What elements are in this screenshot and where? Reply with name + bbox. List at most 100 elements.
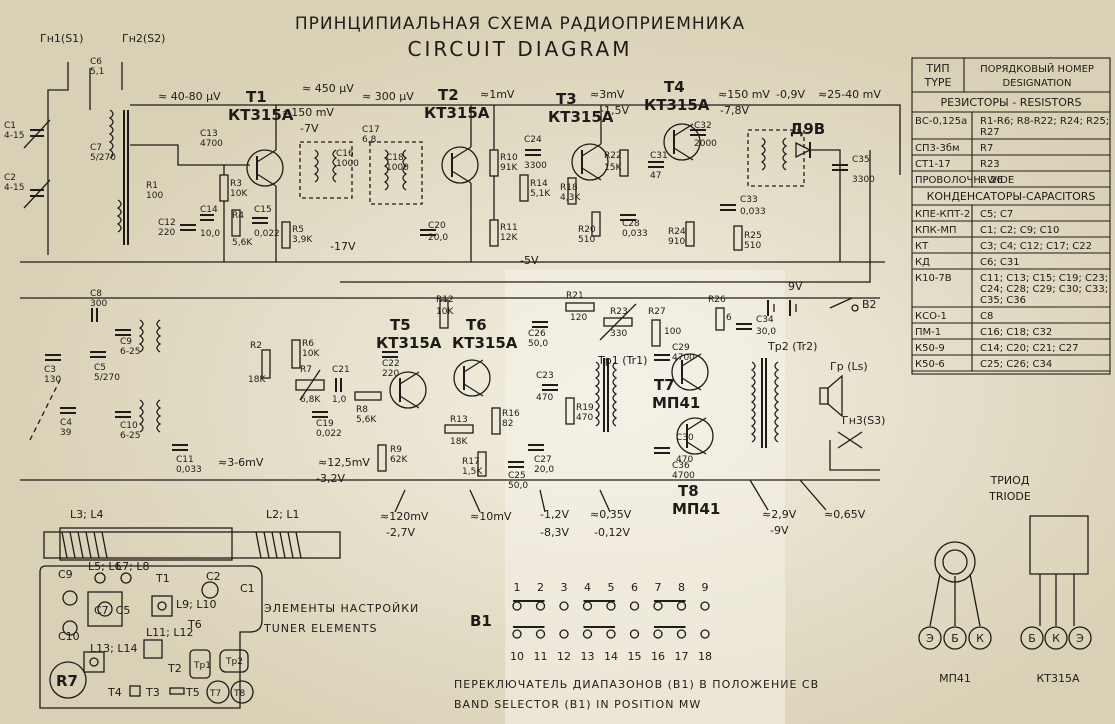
r7-ref: R7: [300, 365, 312, 375]
jack-s2: Гн2(S2): [122, 32, 165, 45]
c33-val: 0,033: [740, 207, 766, 217]
lvl-t8-v: -9V: [770, 524, 789, 537]
lvl-t4-v1: -7,8V: [720, 104, 749, 117]
tuner-tp2: Tp2: [225, 657, 243, 667]
cap-type-6: ПМ-1: [915, 327, 941, 338]
c12-val: 220: [158, 228, 175, 238]
c16-val: 1000: [336, 159, 359, 169]
switch-top-num-9: 9: [702, 581, 709, 594]
r24-val: 910: [668, 237, 685, 247]
spec-table: ТИП TYPE ПОРЯДКОВЫЙ НОМЕР DESIGNATION РЕ…: [911, 57, 1111, 375]
kt315-pin-e: Э: [1076, 632, 1084, 645]
lvl-t4-sig: ≈150 mV: [718, 88, 770, 101]
c14-ref: C14: [200, 205, 218, 215]
tuner-title-ru: ЭЛЕМЕНТЫ НАСТРОЙКИ: [264, 602, 419, 615]
switch-bottom-contact-15: [629, 629, 640, 639]
jack-s1: Гн1(S1): [40, 32, 83, 45]
lvl-t5-v: -3,2V: [316, 472, 345, 485]
cap-type-4: К10-7В: [915, 273, 952, 284]
r21-ref: R21: [566, 291, 584, 301]
c8-ref: C8: [90, 289, 102, 299]
c8-val: 300: [90, 299, 107, 309]
c20-val: 20,0: [428, 233, 448, 243]
lvl-minus17: -17V: [330, 240, 356, 253]
res-type-1: СП3-3бм: [915, 143, 960, 154]
title-en: CIRCUIT DIAGRAM: [408, 37, 633, 61]
c29-ref: C29: [672, 343, 690, 353]
r17-val: 1,5K: [462, 467, 483, 477]
c26-val: 50,0: [528, 339, 548, 349]
c11-ref: C11: [176, 455, 194, 465]
switch-top-num-1: 1: [514, 581, 521, 594]
r25-val: 510: [744, 241, 761, 251]
lvl-t7-sig: ≈0,35V: [590, 508, 632, 521]
c36-val: 4700: [672, 471, 695, 481]
switch-top-num-7: 7: [655, 581, 662, 594]
res-desig-2: R23: [980, 159, 1000, 170]
tuner-t1: T1: [155, 572, 170, 585]
c29-val: 4700: [672, 353, 695, 363]
tr2-label: Tp2 (Tr2): [767, 340, 817, 353]
c34-ref: C34: [756, 315, 774, 325]
switch-top-num-5: 5: [608, 581, 615, 594]
res-type-3: ПРОВОЛОЧН. WIDE: [915, 175, 1014, 186]
c26-ref: C26: [528, 329, 546, 339]
res-desig-1: R7: [980, 143, 993, 154]
cap-desig-8: C25; C26; C34: [980, 359, 1052, 370]
switch-top-num-6: 6: [631, 581, 638, 594]
c3-ref: C3: [44, 365, 56, 375]
c36-ref: C36: [672, 461, 690, 471]
cap-desig-4-1: C24; C28; C29; C30; C33;: [980, 284, 1108, 295]
r14-val: 5,1K: [530, 189, 551, 199]
switch-bottom-num-13: 13: [581, 650, 595, 663]
cap-type-8: К50-6: [915, 359, 945, 370]
switch-b2-label: B2: [862, 298, 877, 311]
r10-ref: R10: [500, 153, 518, 163]
lvl-t8-sig: ≈2,9V: [762, 508, 797, 521]
r5-val: 3,9K: [292, 235, 313, 245]
lvl-vol: ≈3-6mV: [218, 456, 264, 469]
r3-ref: R3: [230, 179, 242, 189]
r27-val: 100: [664, 327, 681, 337]
switch-bottom-num-15: 15: [628, 650, 642, 663]
r12-val: 10K: [436, 307, 454, 317]
tuner-t6: T6: [187, 618, 202, 631]
switch-caption-ru: ПЕРЕКЛЮЧАТЕЛЬ ДИАПАЗОНОВ (B1) В ПОЛОЖЕНИ…: [454, 678, 819, 691]
lvl-t7-v1: -1,2V: [540, 508, 569, 521]
c7-val: 5/270: [90, 153, 116, 163]
mp41-label: МП41: [939, 672, 971, 685]
c2-val: 4-15: [4, 183, 24, 193]
lvl-t1-b: ≈ 450 μV: [302, 82, 354, 95]
lvl-t1-c: ≈ 300 μV: [362, 90, 414, 103]
labels-upper: Гн1(S1) Гн2(S2) C6 5,1 C1 4-15 C2 4-15 C…: [4, 32, 881, 267]
res-type-2: СТ1-17: [915, 159, 951, 170]
c10-ref: C10: [120, 421, 138, 431]
t3-type: КТ315А: [548, 108, 614, 126]
switch-bottom-num-10: 10: [510, 650, 524, 663]
cap-type-2: КТ: [915, 241, 929, 252]
t2-id: T2: [438, 86, 459, 104]
c2-ref: C2: [4, 173, 16, 183]
r2-val: 18K: [248, 375, 266, 385]
tuner-c9: C9: [58, 568, 73, 581]
c24-val: 3300: [524, 161, 547, 171]
c9-val: 6-25: [120, 347, 140, 357]
r6-ref: R6: [302, 339, 314, 349]
c18-val: 1000: [386, 163, 409, 173]
c4-val: 39: [60, 428, 72, 438]
lvl-out: ≈0,65V: [824, 508, 866, 521]
col-desig-en: DESIGNATION: [1002, 78, 1071, 89]
r13-ref: R13: [450, 415, 468, 425]
tuner-coil-l3l4: L3; L4: [70, 508, 103, 521]
c5-ref: C5: [94, 363, 106, 373]
c27-ref: C27: [534, 455, 552, 465]
switch-top-contact-6: [629, 601, 640, 611]
r21-val: 120: [570, 313, 587, 323]
tuner-t8: T8: [233, 689, 245, 699]
c14-val: 10,0: [200, 229, 220, 239]
c4-ref: C4: [60, 418, 72, 428]
c25-ref: C25: [508, 471, 526, 481]
col-type-en: TYPE: [923, 76, 951, 89]
jack-s3: Гн3(S3): [842, 414, 885, 427]
lvl-t6b-sig: ≈10mV: [470, 510, 512, 523]
